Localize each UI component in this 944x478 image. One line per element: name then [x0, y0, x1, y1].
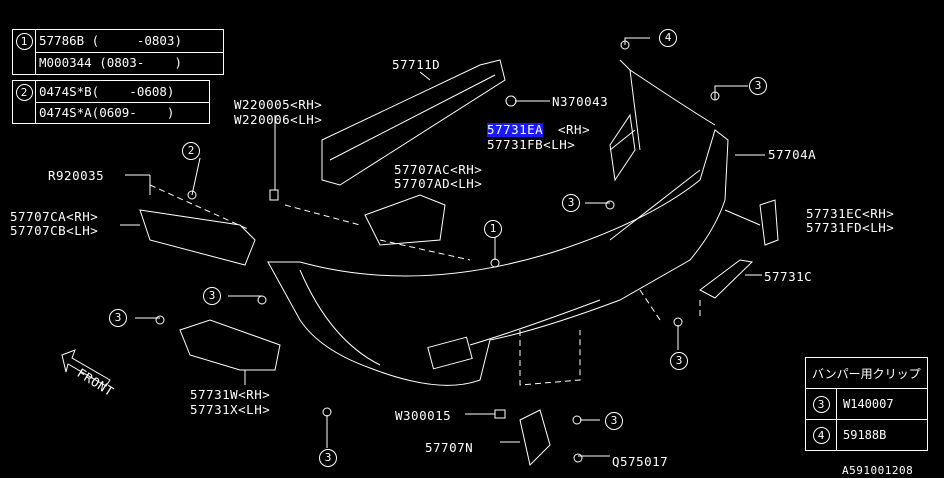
bumper-beam	[321, 59, 506, 186]
callout-3[interactable]: 3	[749, 77, 767, 95]
part-label[interactable]: 57731C	[764, 269, 813, 284]
part-label[interactable]: N370043	[552, 94, 609, 109]
part-label[interactable]: 57707AC<RH>	[394, 162, 483, 177]
callout-number: 2	[15, 84, 33, 101]
part-label[interactable]: Q575017	[612, 454, 669, 469]
callout-3[interactable]: 3	[203, 287, 221, 305]
part-label[interactable]: W220005<RH>	[234, 97, 323, 112]
legend-part[interactable]: 59188B	[836, 419, 928, 451]
part-label[interactable]: W220006<LH>	[234, 112, 323, 127]
part-label[interactable]: 57704A	[768, 147, 817, 162]
part-label[interactable]: 57711D	[392, 57, 441, 72]
part-label[interactable]: W300015	[395, 408, 452, 423]
part-label[interactable]: 57731W<RH>	[190, 387, 271, 402]
legend-part[interactable]: W140007	[836, 388, 928, 420]
part-label[interactable]: 57731EC<RH>	[806, 206, 895, 221]
center-bracket	[364, 194, 446, 246]
front-arrow-icon	[61, 349, 111, 387]
side-bracket-left	[139, 209, 256, 266]
callout-number: 1	[15, 33, 33, 50]
part-label[interactable]: <RH>	[558, 122, 591, 137]
part-number-row[interactable]: 0474S*A(0609- )	[39, 105, 175, 120]
callout-3[interactable]: 3	[670, 352, 688, 370]
legend-callout: 4	[812, 426, 830, 444]
part-label[interactable]: 57707AD<LH>	[394, 176, 483, 191]
callout-3[interactable]: 3	[319, 449, 337, 467]
legend-callout: 3	[812, 395, 830, 413]
clip-icons	[155, 40, 720, 463]
part-label[interactable]: 57707CA<RH>	[10, 209, 99, 224]
lower-bracket	[179, 319, 281, 371]
callout-1[interactable]: 1	[484, 220, 502, 238]
callout-3[interactable]: 3	[605, 412, 623, 430]
part-label[interactable]: R920035	[48, 168, 105, 183]
part-label[interactable]: 57707N	[425, 440, 474, 455]
callout-3[interactable]: 3	[109, 309, 127, 327]
part-label[interactable]: 57707CB<LH>	[10, 223, 99, 238]
part-label[interactable]: 57731FD<LH>	[806, 220, 895, 235]
diagram-id: A591001208	[842, 464, 914, 477]
part-label[interactable]: 57731EA	[487, 122, 544, 137]
callout-2[interactable]: 2	[182, 142, 200, 160]
part-label[interactable]: 57731X<LH>	[190, 402, 271, 417]
part-number-row[interactable]: 57786B ( -0803)	[35, 30, 223, 53]
part-number-row[interactable]: 0474S*B( -0608)	[35, 81, 209, 103]
callout-3[interactable]: 3	[562, 194, 580, 212]
clip-legend-table: バンパー用クリップ 3 W140007 4 59188B	[805, 357, 928, 451]
callout-4[interactable]: 4	[659, 29, 677, 47]
rear-bumper-cover	[267, 129, 729, 386]
part-label[interactable]: 57731FB<LH>	[487, 137, 576, 152]
part-number-row[interactable]: M000344 (0803- )	[39, 55, 182, 70]
legend-title: バンパー用クリップ	[805, 357, 928, 389]
